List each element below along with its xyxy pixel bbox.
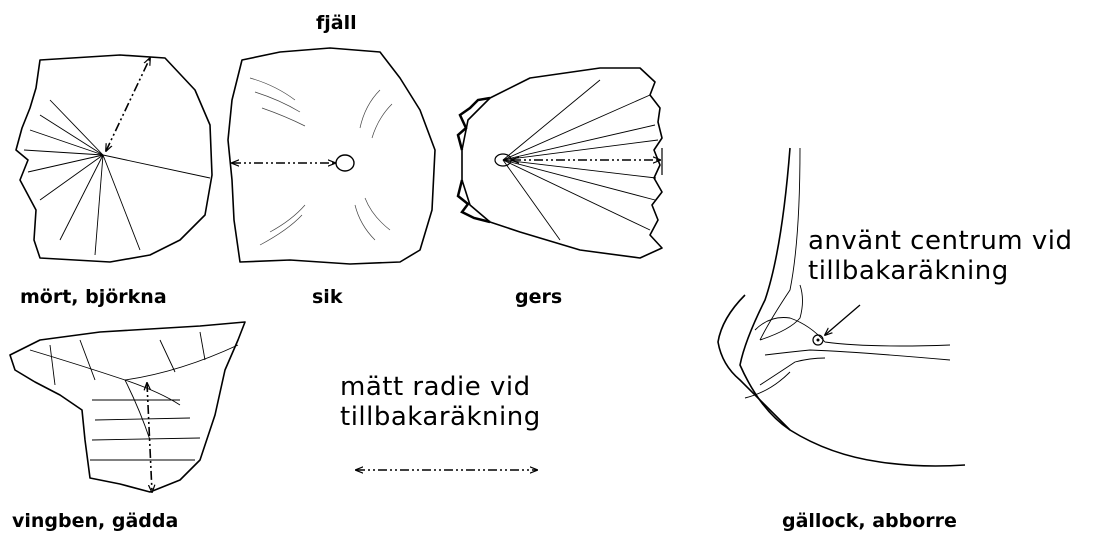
annotation-line-1: använt centrum vid	[808, 226, 1073, 256]
vingben-bone	[10, 322, 245, 492]
label-mort: mört, björkna	[20, 288, 167, 307]
legend-line-1: mätt radie vid	[340, 372, 541, 402]
legend-radius-text: mätt radie vid tillbakaräkning	[340, 372, 541, 432]
gallock-bone	[718, 148, 965, 466]
legend-line-2: tillbakaräkning	[340, 402, 541, 432]
sik-scale	[228, 48, 435, 264]
annotation-line-2: tillbakaräkning	[808, 256, 1073, 286]
gers-scale	[458, 68, 662, 258]
scale-header: fjäll	[316, 14, 357, 33]
center-annotation: använt centrum vid tillbakaräkning	[808, 226, 1073, 286]
label-vingben: vingben, gädda	[12, 512, 178, 531]
label-sik: sik	[312, 288, 342, 307]
label-gallock: gällock, abborre	[782, 512, 957, 531]
mort-scale	[16, 55, 212, 262]
label-gers: gers	[515, 288, 562, 307]
